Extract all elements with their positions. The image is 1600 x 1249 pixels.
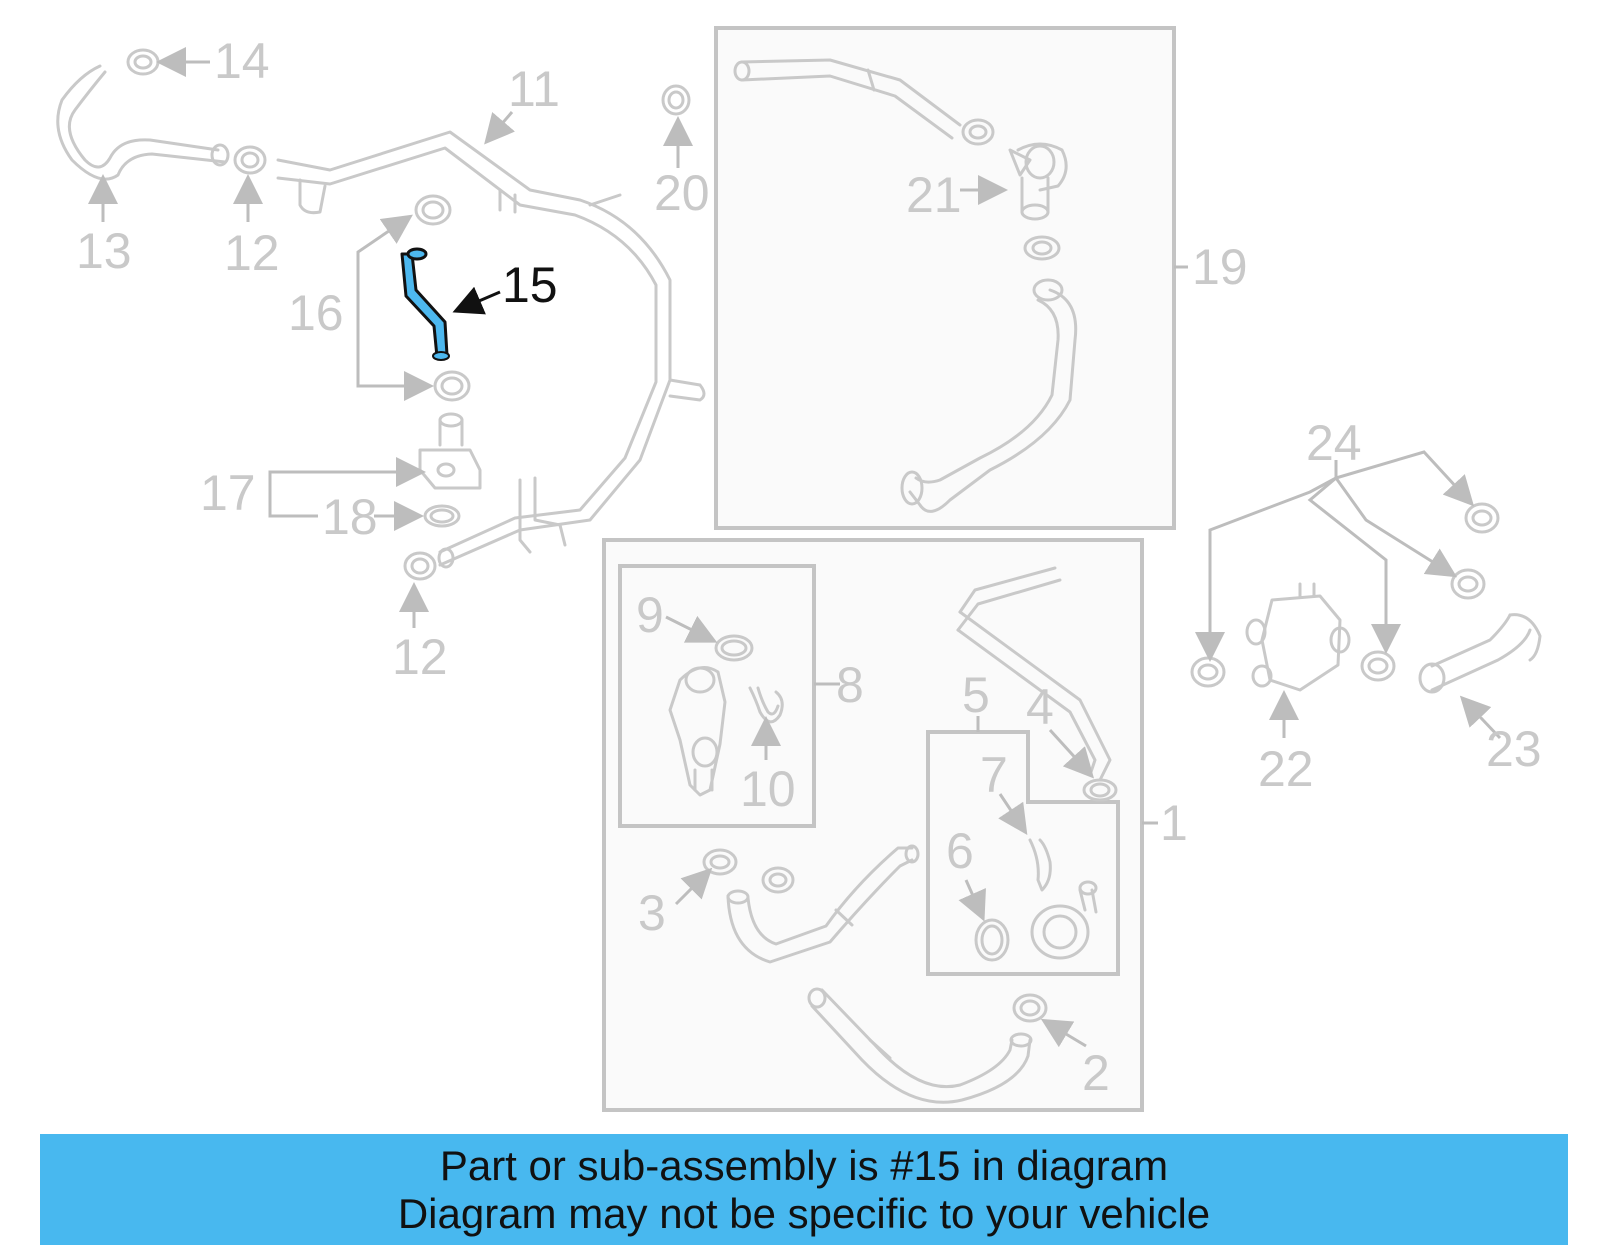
clip-7 bbox=[1028, 838, 1052, 892]
assembly-box-5 bbox=[926, 730, 1120, 976]
pipe-11 bbox=[276, 130, 706, 567]
callout-5: 5 bbox=[962, 667, 990, 723]
callout-12-lower: 12 bbox=[392, 629, 448, 685]
callout-15[interactable]: 15 bbox=[502, 257, 558, 313]
callout-3: 3 bbox=[638, 885, 666, 941]
banner-line-part: Part or sub-assembly is #15 in diagram bbox=[439, 1142, 1169, 1189]
housing-17 bbox=[418, 412, 482, 490]
callout-11: 11 bbox=[508, 61, 560, 117]
callout-7: 7 bbox=[980, 747, 1008, 803]
clamp-19-lower bbox=[1023, 235, 1061, 261]
flange-8 bbox=[668, 666, 727, 797]
valve-21 bbox=[1008, 142, 1068, 221]
clamp-2 bbox=[1012, 993, 1048, 1023]
hose-15 bbox=[400, 247, 450, 361]
callout-19: 19 bbox=[1192, 239, 1248, 295]
callout-13: 13 bbox=[76, 223, 132, 279]
thermostat-5 bbox=[1030, 880, 1098, 960]
hose-2 bbox=[807, 987, 1033, 1104]
callout-20: 20 bbox=[654, 165, 710, 221]
seal-18 bbox=[423, 504, 461, 528]
seal-9 bbox=[714, 634, 754, 662]
callout-17: 17 bbox=[200, 465, 256, 521]
callout-22: 22 bbox=[1258, 741, 1314, 797]
assembly-box-19 bbox=[714, 26, 1176, 530]
callout-14: 14 bbox=[214, 33, 270, 89]
leaders bbox=[88, 47, 1502, 1048]
clamp-24-a bbox=[1464, 502, 1500, 534]
clamp-20 bbox=[661, 84, 691, 116]
callout-10: 10 bbox=[740, 761, 796, 817]
clamp-16-lower bbox=[433, 370, 471, 402]
callout-12-upper: 12 bbox=[224, 225, 280, 281]
valve-22 bbox=[1245, 582, 1351, 692]
callout-21: 21 bbox=[906, 167, 962, 223]
callout-18: 18 bbox=[322, 489, 378, 545]
clamp-12-lower bbox=[403, 547, 455, 581]
callout-4: 4 bbox=[1026, 679, 1054, 735]
callout-16: 16 bbox=[288, 285, 344, 341]
hose-13 bbox=[56, 64, 230, 181]
callout-9: 9 bbox=[636, 587, 664, 643]
callout-24: 24 bbox=[1306, 415, 1362, 471]
callout-8: 8 bbox=[836, 657, 864, 713]
hose-19 bbox=[733, 58, 1078, 513]
clamp-14 bbox=[126, 48, 160, 76]
clamp-19-upper bbox=[961, 118, 995, 146]
info-banner: Part or sub-assembly is #15 in diagram D… bbox=[40, 1134, 1568, 1245]
clamp-24-d bbox=[1190, 656, 1226, 688]
clamp-24-b bbox=[1450, 568, 1486, 600]
clamp-24-c bbox=[1360, 650, 1396, 682]
banner-line-disclaimer: Diagram may not be specific to your vehi… bbox=[397, 1190, 1211, 1237]
seal-6 bbox=[974, 918, 1010, 962]
callout-2: 2 bbox=[1082, 1045, 1110, 1101]
clamp-4 bbox=[1082, 778, 1118, 802]
assembly-box-8 bbox=[618, 564, 816, 828]
clamp-12-upper bbox=[233, 145, 267, 175]
callout-6: 6 bbox=[946, 823, 974, 879]
callout-23: 23 bbox=[1486, 721, 1542, 777]
clamp-3 bbox=[702, 848, 795, 894]
hose-3 bbox=[726, 844, 920, 964]
callout-1: 1 bbox=[1160, 795, 1188, 851]
hose-23 bbox=[1418, 613, 1542, 694]
clamp-16-upper bbox=[414, 194, 452, 226]
